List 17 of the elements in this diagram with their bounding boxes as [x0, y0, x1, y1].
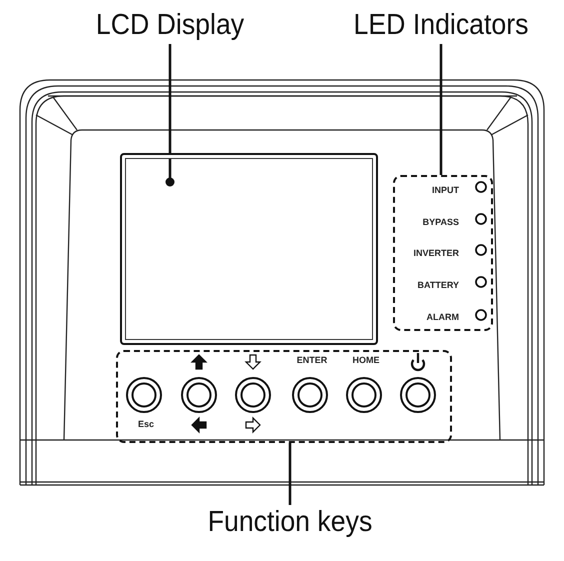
indicator-label: INPUT	[432, 185, 459, 196]
callout-title: Function keys	[188, 505, 392, 541]
indicator-label: INVERTER	[413, 248, 459, 259]
dashed-group-outline	[116, 350, 452, 443]
callout-title: LCD Display	[68, 8, 272, 44]
leader-line	[440, 44, 442, 175]
indicator-label: BATTERY	[418, 280, 459, 291]
leader-line	[288, 443, 292, 505]
leader-line	[166, 44, 174, 186]
key-label: ENTER	[296, 355, 328, 366]
indicator-label: ALARM	[426, 312, 459, 323]
lcd-screen	[120, 153, 378, 345]
dashed-group-outline	[393, 175, 493, 331]
key-label: Esc	[136, 419, 155, 430]
indicator-label: BYPASS	[422, 217, 459, 228]
callout-title: LED Indicators	[334, 8, 548, 44]
key-label: HOME	[352, 355, 380, 366]
